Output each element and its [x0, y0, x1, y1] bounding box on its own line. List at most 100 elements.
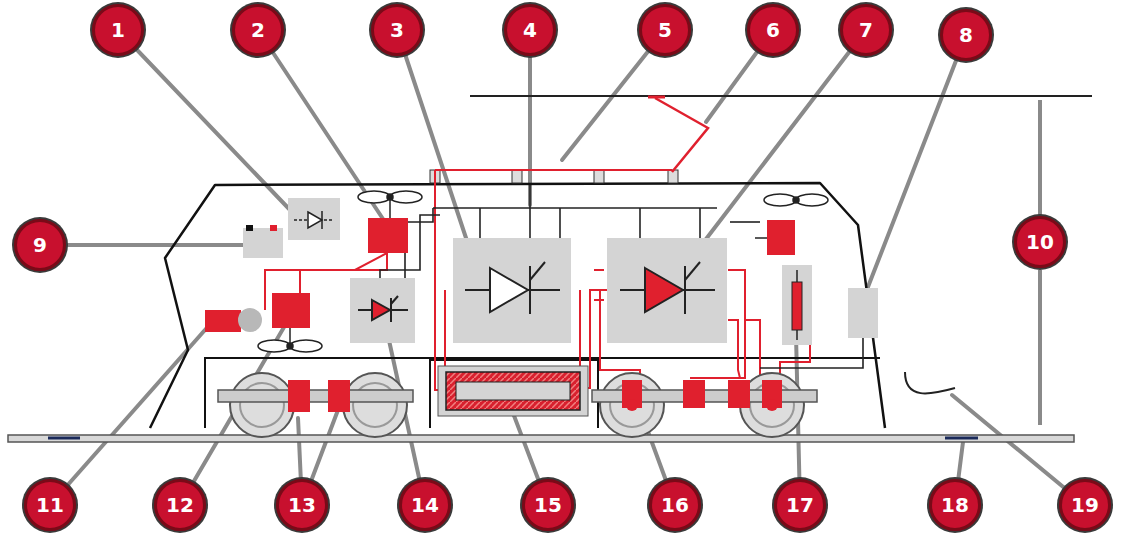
callout-circle: 2 — [232, 4, 284, 56]
air-reservoir — [238, 308, 262, 332]
leader-lines — [703, 30, 866, 243]
charger-diode-symbol — [308, 212, 322, 228]
callout-circle: 18 — [929, 479, 981, 531]
converter-thyristor-symbol — [685, 262, 700, 280]
fan — [358, 191, 422, 218]
battery — [243, 228, 283, 258]
callout-number: 17 — [786, 495, 814, 515]
fan — [793, 197, 799, 203]
control-wiring — [699, 208, 701, 238]
signal-dashes — [594, 269, 604, 271]
fan — [796, 194, 828, 206]
rectifier-symbol — [390, 298, 392, 322]
callout-number: 5 — [658, 20, 672, 40]
control-wiring — [559, 208, 561, 238]
callout-number: 2 — [251, 20, 265, 40]
callout-circle: 11 — [24, 479, 76, 531]
callout-circle: 16 — [649, 479, 701, 531]
callout-circle: 14 — [399, 479, 451, 531]
callout-number: 12 — [166, 495, 194, 515]
rail-joint — [945, 437, 978, 440]
bogie-right — [600, 373, 664, 437]
callout-circle: 4 — [504, 4, 556, 56]
control-wiring — [433, 207, 717, 209]
callout-number: 16 — [661, 495, 689, 515]
height-dimension — [1038, 100, 1042, 215]
converter-diode-symbol — [530, 262, 545, 280]
locomotive-illustration — [246, 225, 253, 231]
train-cable — [905, 372, 955, 393]
converter-thyristor-symbol — [684, 266, 686, 314]
converter-thyristor-symbol — [645, 268, 683, 312]
callout-number: 8 — [959, 25, 973, 45]
rectifier-symbol — [372, 300, 390, 320]
power-wiring — [265, 170, 810, 390]
pantograph — [655, 98, 708, 172]
converter-diode-symbol — [465, 262, 560, 314]
callout-number: 6 — [766, 20, 780, 40]
line-converter — [453, 238, 571, 343]
leader-lines — [866, 35, 966, 292]
traction-motor — [683, 380, 705, 408]
callout-number: 3 — [390, 20, 404, 40]
brake-resistor-housing — [782, 265, 812, 345]
bogie-right — [766, 399, 778, 411]
control-wiring — [405, 208, 433, 278]
fan — [764, 194, 796, 206]
fan — [287, 343, 293, 349]
callout-number: 10 — [1026, 232, 1054, 252]
control-box — [848, 288, 878, 338]
control-wiring — [730, 221, 760, 223]
traction-motor — [328, 380, 350, 412]
blower — [272, 293, 310, 328]
fan — [387, 194, 393, 200]
bogie-left — [218, 390, 413, 402]
roof-insulators — [512, 170, 522, 183]
control-wiring — [380, 185, 863, 368]
callout-number: 7 — [859, 20, 873, 40]
overhead-wire — [470, 95, 1092, 97]
callout-number: 13 — [288, 495, 316, 515]
callout-number: 14 — [411, 495, 439, 515]
transformer-frame — [438, 366, 588, 416]
leader-lines — [528, 30, 532, 205]
callout-number: 15 — [534, 495, 562, 515]
callout-circle: 13 — [276, 479, 328, 531]
callout-circle: 17 — [774, 479, 826, 531]
fan — [390, 191, 422, 203]
auxiliary-rectifier — [350, 278, 415, 343]
power-wiring — [780, 340, 810, 378]
callout-circle: 19 — [1059, 479, 1111, 531]
bogie-right — [626, 399, 638, 411]
signal-dashes — [594, 299, 604, 301]
rail — [8, 435, 1074, 442]
converter-diode-symbol — [529, 266, 531, 314]
power-wiring — [435, 169, 672, 171]
traction-motor — [728, 380, 750, 408]
signal-dashes — [594, 270, 604, 300]
height-dimension — [1038, 270, 1042, 425]
callout-circle: 15 — [522, 479, 574, 531]
control-wiring — [479, 208, 481, 238]
converter-thyristor-symbol — [620, 262, 715, 314]
callout-number: 4 — [523, 20, 537, 40]
battery-charger — [288, 198, 340, 240]
callout-circle: 8 — [940, 9, 992, 61]
fan — [290, 340, 322, 352]
transformer — [446, 372, 580, 410]
leader-lines — [40, 243, 245, 247]
callout-circle: 5 — [639, 4, 691, 56]
callout-number: 9 — [33, 235, 47, 255]
callout-circle: 7 — [840, 4, 892, 56]
transformer-bay — [430, 360, 598, 428]
bogie-left — [218, 373, 413, 437]
locomotive-illustration — [755, 237, 767, 239]
power-wiring — [745, 320, 760, 375]
callout-number: 1 — [111, 20, 125, 40]
rectifier-symbol — [358, 296, 408, 322]
callout-number: 11 — [36, 495, 64, 515]
leader-lines — [40, 30, 1085, 505]
locomotive-illustration — [270, 225, 277, 231]
fan — [258, 340, 290, 352]
